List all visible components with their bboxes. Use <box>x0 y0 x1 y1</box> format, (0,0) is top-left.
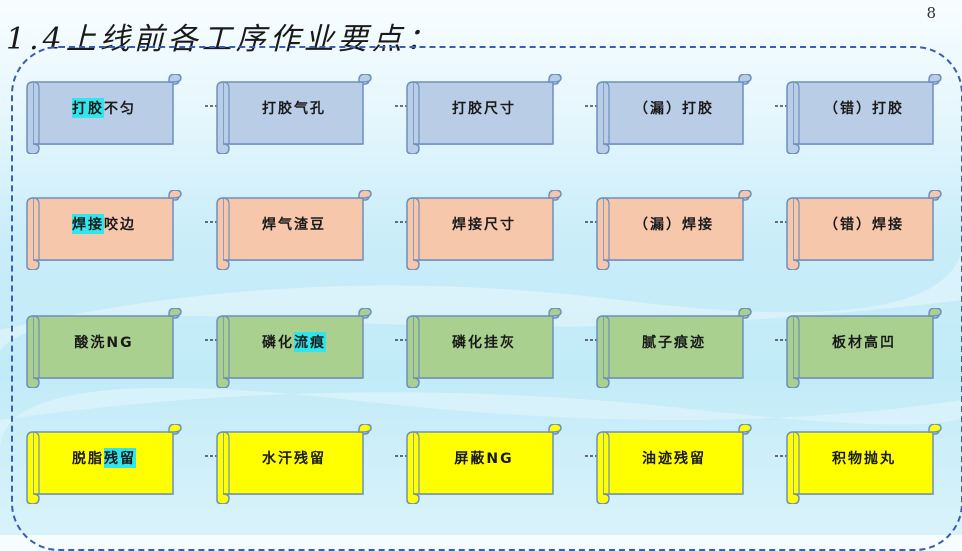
label-text: 咬边 <box>104 217 136 233</box>
highlighted-text: 打胶 <box>72 98 104 118</box>
process-step-label: 油迹残留 <box>642 451 706 467</box>
highlighted-text: 流痕 <box>294 332 326 352</box>
process-step-scroll: 脱脂残留 <box>25 424 183 504</box>
process-step-scroll: 焊气渣豆 <box>215 190 373 270</box>
process-step-label: 水汗残留 <box>262 451 326 467</box>
process-step-scroll: 腻子痕迹 <box>595 308 753 388</box>
process-step-scroll: 打胶不匀 <box>25 74 183 154</box>
process-row-4: 脱脂残留 水汗残留 屏蔽NG 油迹残留 积物抛丸 <box>25 424 945 504</box>
process-step-label: （错）焊接 <box>824 217 904 233</box>
process-step-label: 磷化挂灰 <box>452 335 516 351</box>
process-step-scroll: 屏蔽NG <box>405 424 563 504</box>
process-step-scroll: 积物抛丸 <box>785 424 943 504</box>
process-step-label: （漏）焊接 <box>634 217 714 233</box>
process-step-scroll: 水汗残留 <box>215 424 373 504</box>
process-row-1: 打胶不匀 打胶气孔 打胶尺寸 （漏）打胶 （错）打胶 <box>25 74 945 154</box>
process-step-scroll: 磷化流痕 <box>215 308 373 388</box>
process-step-scroll: 板材高凹 <box>785 308 943 388</box>
page-number: 8 <box>926 4 936 22</box>
process-step-scroll: 酸洗NG <box>25 308 183 388</box>
process-step-scroll: 打胶气孔 <box>215 74 373 154</box>
process-row-2: 焊接咬边 焊气渣豆 焊接尺寸 （漏）焊接 （错）焊接 <box>25 190 945 270</box>
process-step-label: 积物抛丸 <box>832 451 896 467</box>
process-step-label: 焊接尺寸 <box>452 217 516 233</box>
process-row-3: 酸洗NG 磷化流痕 磷化挂灰 腻子痕迹 板材高凹 <box>25 308 945 388</box>
process-step-label: 磷化流痕 <box>229 330 359 354</box>
process-step-label: 打胶尺寸 <box>452 101 516 117</box>
process-step-label: （漏）打胶 <box>634 101 714 117</box>
process-step-scroll: 焊接尺寸 <box>405 190 563 270</box>
process-step-scroll: 磷化挂灰 <box>405 308 563 388</box>
process-step-label: 脱脂残留 <box>39 446 169 470</box>
process-step-scroll: （错）焊接 <box>785 190 943 270</box>
process-step-label: 酸洗NG <box>74 335 134 351</box>
highlighted-text: 残留 <box>104 448 136 468</box>
process-step-scroll: （错）打胶 <box>785 74 943 154</box>
process-step-label: 板材高凹 <box>832 335 896 351</box>
page-title: 1.4上线前各工序作业要点： <box>6 22 440 57</box>
process-step-label: 焊接咬边 <box>39 212 169 236</box>
process-step-label: 屏蔽NG <box>454 451 514 467</box>
process-step-label: 腻子痕迹 <box>642 335 706 351</box>
label-text: 磷化 <box>262 335 294 351</box>
process-step-label: 焊气渣豆 <box>262 217 326 233</box>
highlighted-text: 焊接 <box>72 214 104 234</box>
process-step-scroll: （漏）打胶 <box>595 74 753 154</box>
process-step-scroll: （漏）焊接 <box>595 190 753 270</box>
process-step-scroll: 打胶尺寸 <box>405 74 563 154</box>
process-step-label: （错）打胶 <box>824 101 904 117</box>
process-step-scroll: 油迹残留 <box>595 424 753 504</box>
process-step-label: 打胶气孔 <box>262 101 326 117</box>
process-step-scroll: 焊接咬边 <box>25 190 183 270</box>
label-text: 不匀 <box>104 101 136 117</box>
label-text: 脱脂 <box>72 451 104 467</box>
process-step-label: 打胶不匀 <box>39 96 169 120</box>
